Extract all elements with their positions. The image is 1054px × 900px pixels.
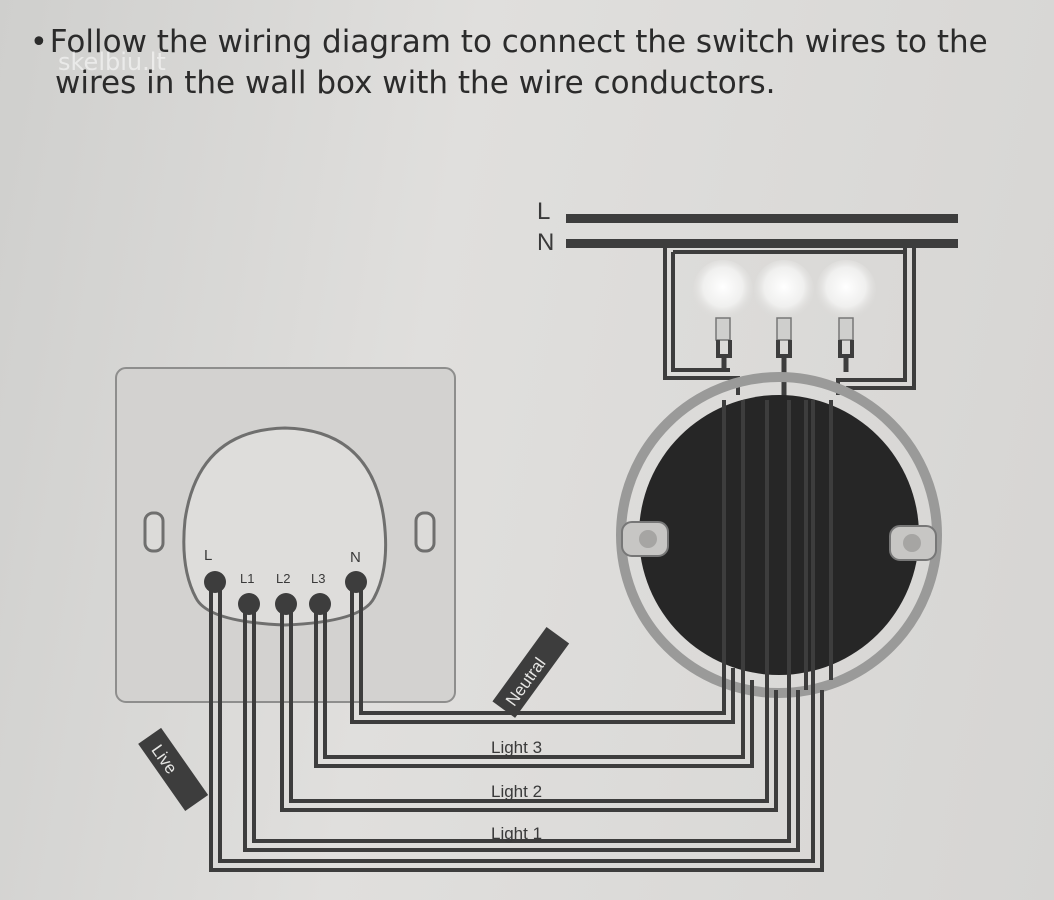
neutral-tag: Neutral <box>492 626 570 718</box>
wall-box <box>616 372 942 698</box>
wire-labels: Live Neutral Light 3 Light 2 Light 1 <box>138 626 570 843</box>
mounting-slot-left <box>143 511 165 553</box>
terminal-neutral-label: N <box>350 549 361 566</box>
switch-plate <box>115 367 456 703</box>
instruction-text: •Follow the wiring diagram to connect th… <box>30 22 1030 103</box>
wall-box-wire-ends <box>804 400 833 690</box>
switch-wires <box>209 400 824 872</box>
screw-icon <box>639 530 657 548</box>
bullet-icon: • <box>30 25 48 60</box>
watermark: skelbiu.lt <box>58 48 166 76</box>
terminal-l2 <box>275 593 297 615</box>
lamp-bulb-icon <box>816 260 876 320</box>
instruction-line-2: wires in the wall box with the wire cond… <box>55 65 776 101</box>
lamps <box>693 260 876 400</box>
lamp-3 <box>816 260 876 372</box>
mounting-tab-right <box>889 525 937 561</box>
light1-label: Light 1 <box>491 824 542 843</box>
terminal-l1-label: L1 <box>240 571 254 586</box>
screw-icon <box>903 534 921 552</box>
switch-module <box>182 426 388 627</box>
terminal-l1 <box>238 593 260 615</box>
mains-neutral-line <box>566 239 958 248</box>
light3-label: Light 3 <box>491 738 542 757</box>
lamp-bulb-icon <box>693 260 753 320</box>
terminal-live-label: L <box>204 547 212 564</box>
mains-live-line <box>566 214 958 223</box>
lamp-1 <box>693 260 753 372</box>
terminal-live <box>204 571 226 593</box>
mains-live-label: L <box>537 198 550 225</box>
neutral-wire <box>350 590 735 724</box>
mounting-slot-right <box>414 511 436 553</box>
terminal-l3-label: L3 <box>311 571 325 586</box>
terminal-neutral <box>345 571 367 593</box>
light2-label: Light 2 <box>491 782 542 801</box>
mains-neutral-label: N <box>537 229 554 256</box>
switch-terminals: L N L1 L2 L3 <box>204 547 367 615</box>
live-tag: Live <box>138 727 209 812</box>
light1-wire <box>243 606 800 852</box>
wall-box-body <box>639 395 919 675</box>
instruction-line-1: Follow the wiring diagram to connect the… <box>49 24 988 60</box>
light2-wire <box>280 606 778 812</box>
mains-lines: L N <box>537 198 958 256</box>
terminal-l2-label: L2 <box>276 571 290 586</box>
live-wire <box>209 590 824 872</box>
light3-wire <box>314 606 754 768</box>
mounting-tab-left <box>621 521 669 557</box>
terminal-l3 <box>309 593 331 615</box>
lamp-bulb-icon <box>754 260 814 320</box>
